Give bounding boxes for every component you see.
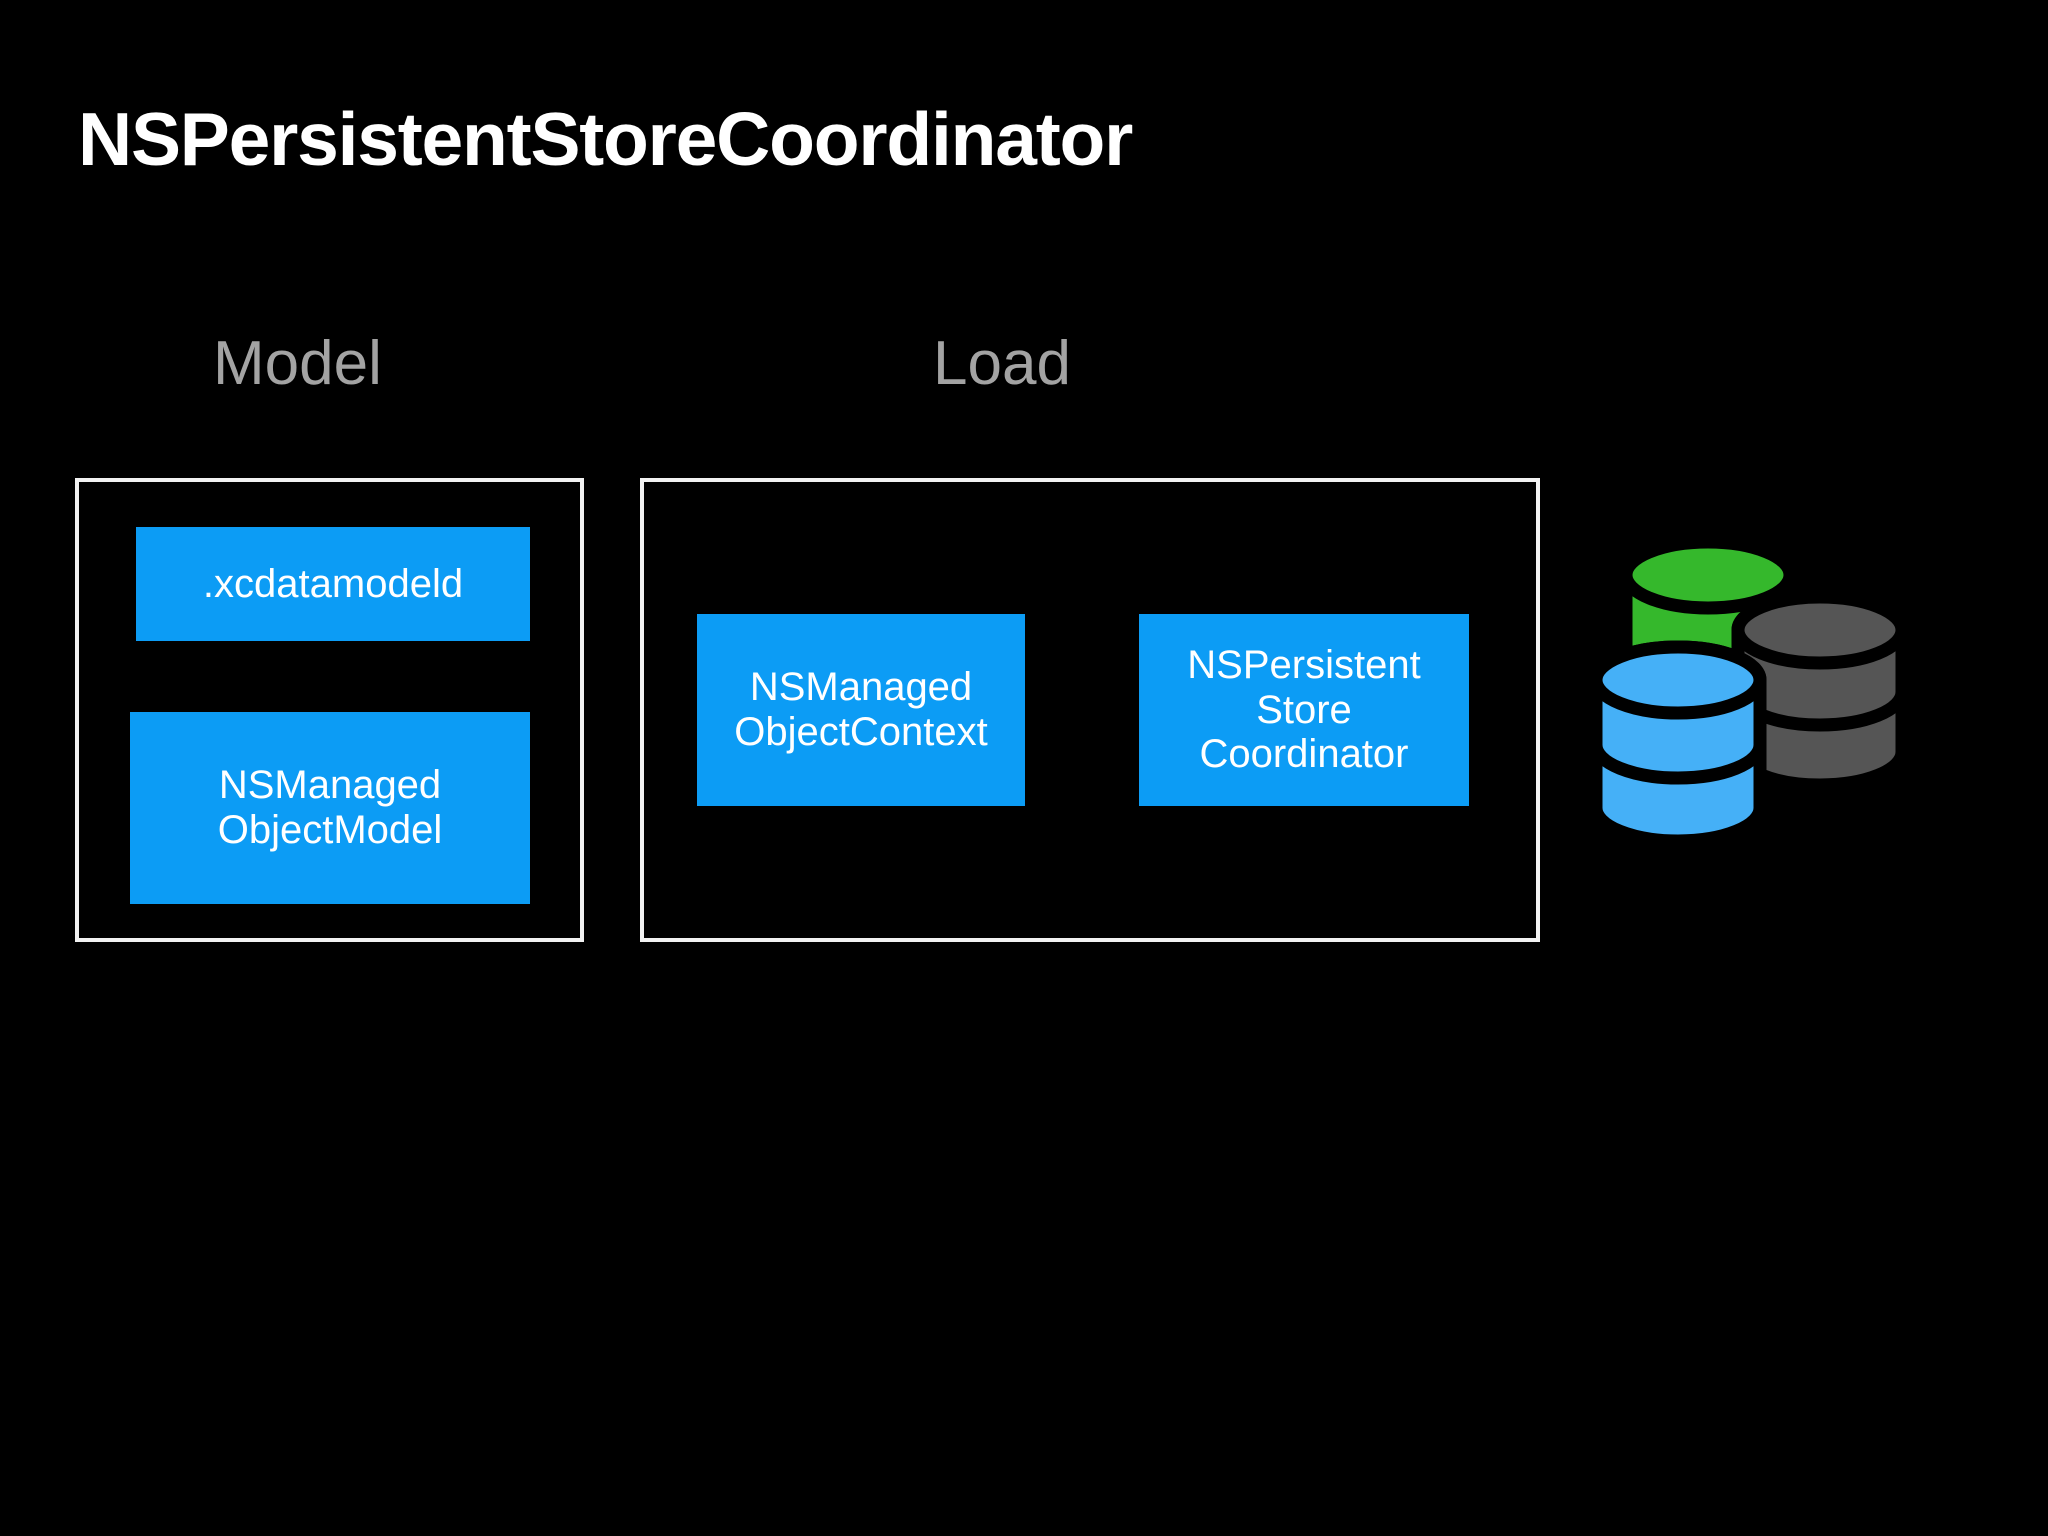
group-label-load: Load bbox=[933, 329, 1071, 398]
box-xcdatamodeld[interactable]: .xcdatamodeld bbox=[136, 527, 530, 641]
box-nsmanagedobjectcontext[interactable]: NSManaged ObjectContext bbox=[697, 614, 1025, 806]
box-nsmanagedobjectmodel-label: NSManaged ObjectModel bbox=[217, 763, 443, 852]
box-nspersistentstorecoordinator[interactable]: NSPersistent Store Coordinator bbox=[1139, 614, 1469, 806]
blue-database-cylinder bbox=[1589, 640, 1767, 852]
page-title: NSPersistentStoreCoordinator bbox=[78, 97, 1133, 181]
group-label-model: Model bbox=[213, 329, 382, 398]
load-panel: NSManaged ObjectContext NSPersistent Sto… bbox=[640, 478, 1540, 942]
box-xcdatamodeld-label: .xcdatamodeld bbox=[202, 561, 464, 606]
box-nspersistentstorecoordinator-label: NSPersistent Store Coordinator bbox=[1187, 642, 1421, 777]
box-nsmanagedobjectcontext-label: NSManaged ObjectContext bbox=[734, 665, 988, 754]
box-nsmanagedobjectmodel[interactable]: NSManaged ObjectModel bbox=[130, 712, 530, 904]
model-panel: .xcdatamodeld NSManaged ObjectModel bbox=[75, 478, 584, 942]
database-stack-icon bbox=[1578, 520, 1958, 890]
gray-database-cylinder bbox=[1731, 590, 1909, 792]
